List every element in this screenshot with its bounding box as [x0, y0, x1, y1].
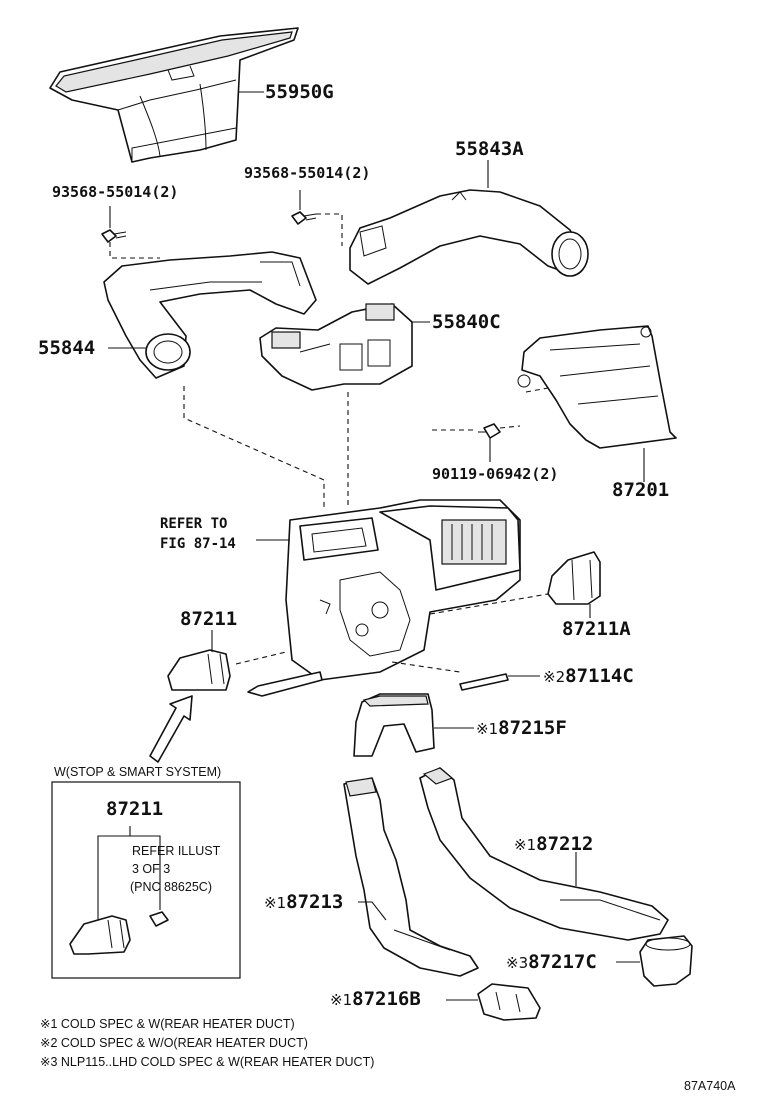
inset-arrow: [149, 695, 193, 763]
register-55840c: [259, 303, 413, 391]
label-87216b: 87216B: [352, 988, 421, 1010]
footnote-1: ※1 COLD SPEC & W(REAR HEATER DUCT): [40, 1017, 295, 1031]
duct-87215f: [353, 693, 435, 757]
duct-55844: [103, 251, 317, 379]
label-87217c: 87217C: [528, 951, 597, 973]
screw-90119: [478, 423, 501, 439]
label-87211a: 87211A: [562, 618, 631, 640]
defroster-nozzle-55950g: [49, 27, 299, 163]
duct-55843a: [349, 189, 589, 285]
bolt-left: [101, 229, 127, 243]
inset-part-label: 87211: [106, 798, 164, 820]
inset-ref-line1: REFER ILLUST: [132, 844, 221, 858]
label-87212-row: ※187212: [514, 835, 593, 854]
mark-87215f: ※1: [476, 720, 499, 738]
heater-unit-assembly: [247, 499, 521, 697]
label-55950g: 55950G: [265, 81, 334, 103]
inset-duct-87211: [69, 915, 131, 955]
label-55844: 55844: [38, 337, 96, 359]
label-90119: 90119-06942(2): [432, 465, 559, 483]
label-87211: 87211: [180, 608, 238, 630]
mark-87114c: ※2: [543, 668, 566, 686]
label-87201: 87201: [612, 479, 670, 501]
inset-ref-line2: 3 OF 3: [132, 862, 171, 876]
label-55840c: 55840C: [432, 311, 501, 333]
inset-connector: [149, 911, 169, 927]
label-refer-line1: REFER TO: [160, 516, 228, 532]
label-87215f: 87215F: [498, 717, 567, 739]
duct-87212: [419, 767, 669, 941]
duct-87211: [167, 649, 231, 691]
footnote-3: ※3 NLP115..LHD COLD SPEC & W(REAR HEATER…: [40, 1055, 375, 1069]
label-87114c: 87114C: [565, 665, 634, 687]
inset-leaders: [97, 826, 161, 922]
label-87213: 87213: [286, 891, 344, 913]
figure-code: 87A740A: [684, 1079, 736, 1093]
inset-ref-line3: (PNC 88625C): [130, 880, 212, 894]
label-bolt-right: 93568-55014(2): [244, 164, 371, 182]
mark-87216b: ※1: [330, 991, 353, 1009]
inset-title: W(STOP & SMART SYSTEM): [54, 765, 222, 779]
part-87114c: [459, 673, 509, 691]
footnote-2: ※2 COLD SPEC & W/O(REAR HEATER DUCT): [40, 1036, 308, 1050]
cover-87201: [517, 325, 677, 449]
label-87212: 87212: [536, 833, 594, 855]
bolt-right: [291, 211, 317, 225]
label-87213-row: ※187213: [264, 893, 343, 912]
mark-87213: ※1: [264, 894, 287, 912]
label-87215f-row: ※187215F: [476, 719, 567, 738]
duct-87211a: [547, 551, 601, 605]
label-bolt-left: 93568-55014(2): [52, 183, 179, 201]
inset-box: [51, 781, 241, 979]
label-87217c-row: ※387217C: [506, 953, 597, 972]
mark-87212: ※1: [514, 836, 537, 854]
label-87216b-row: ※187216B: [330, 990, 421, 1009]
label-55843a: 55843A: [455, 138, 524, 160]
duct-87217c: [639, 935, 693, 987]
duct-87213: [343, 777, 479, 977]
mark-87217c: ※3: [506, 954, 529, 972]
label-87114c-row: ※287114C: [543, 667, 634, 686]
assembly-lines: [109, 213, 561, 673]
leader-87213: [358, 901, 387, 921]
duct-87216b: [477, 983, 541, 1021]
label-refer-line2: FIG 87-14: [160, 536, 236, 552]
